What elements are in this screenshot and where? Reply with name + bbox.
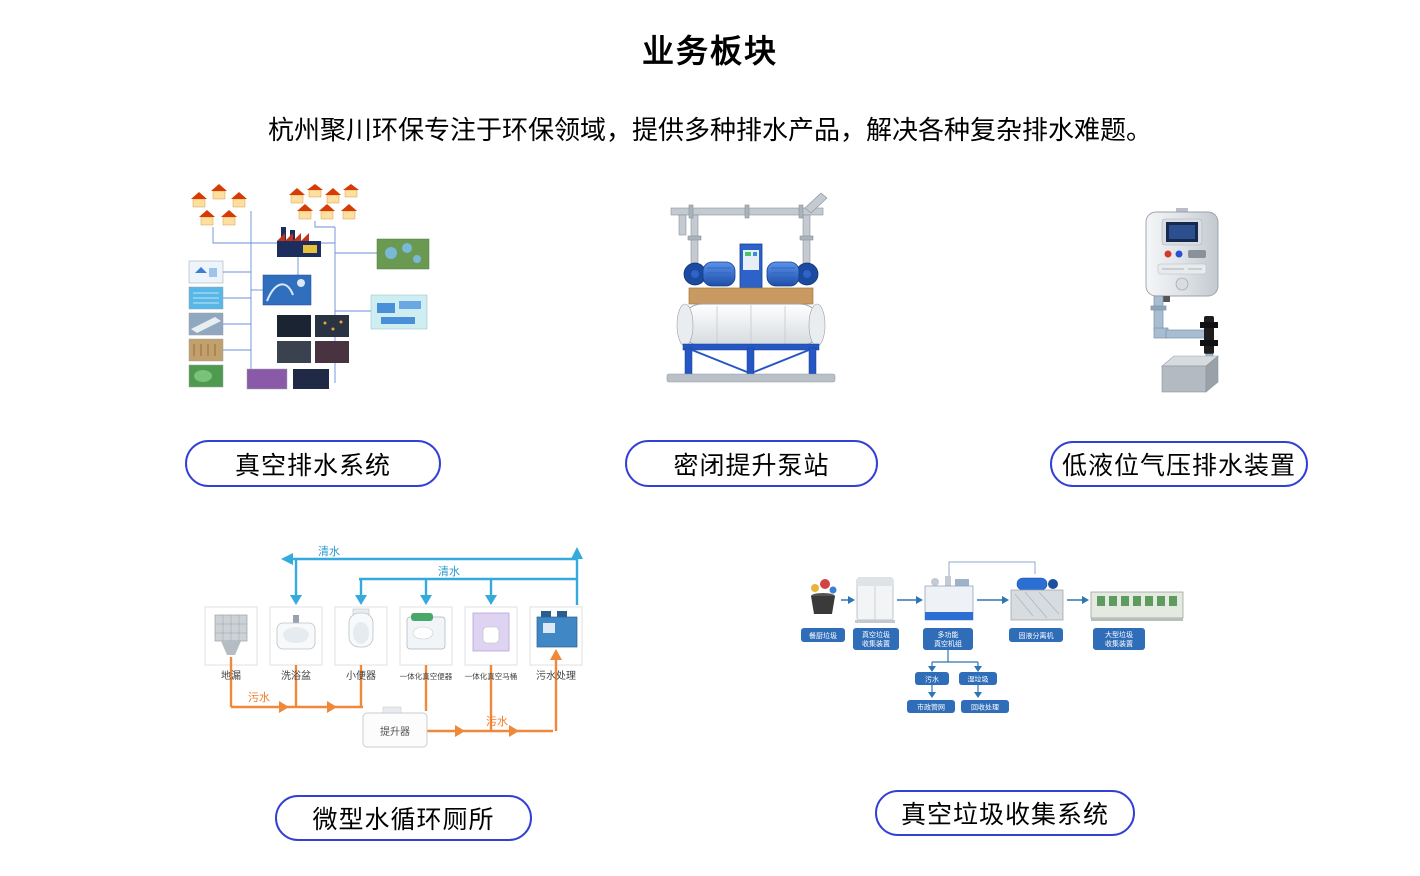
sewage-lines (229, 655, 558, 733)
svg-text:湿垃圾: 湿垃圾 (968, 675, 989, 684)
vacuum-drainage-svg (188, 184, 430, 390)
pump-station-button[interactable]: 密闭提升泵站 (625, 440, 878, 487)
clean-water-label: 清水 (438, 565, 460, 578)
svg-text:真空垃圾: 真空垃圾 (862, 630, 890, 639)
sub-flow-lines (931, 650, 979, 694)
sealed-tank (676, 303, 826, 347)
wash-basin-icon (276, 615, 316, 650)
svg-text:地漏: 地漏 (221, 669, 241, 682)
network-lines (212, 211, 377, 388)
page-title: 业务板块 (641, 33, 778, 69)
svg-text:收集装置: 收集装置 (1105, 639, 1133, 648)
svg-text:污水处理: 污水处理 (536, 670, 576, 682)
urinal-icon (348, 608, 374, 648)
svg-text:固液分离机: 固液分离机 (1019, 631, 1054, 640)
vacuum-drainage-button[interactable]: 真空排水系统 (185, 440, 441, 487)
pump-station-svg (666, 192, 836, 383)
svg-text:真空机组: 真空机组 (934, 639, 962, 648)
garbage-collection-illustration: 餐厨垃圾 真空垃圾 收集装置 多功能 真空机组 固液分离机 大型垃圾 收集装置 (795, 552, 1191, 750)
low-level-drainage-button[interactable]: 低液位气压排水装置 (1050, 441, 1308, 487)
photo-thumbnails-center (262, 274, 349, 389)
sewage-label: 污水 (486, 715, 508, 728)
house-icons (191, 184, 359, 226)
svg-text:一体化真空马桶: 一体化真空马桶 (465, 671, 518, 681)
pump-station-illustration (655, 192, 847, 394)
support-frame (666, 343, 836, 383)
sub-flow-arrowheads (928, 666, 982, 698)
svg-text:小便器: 小便器 (346, 669, 376, 682)
svg-text:回收处理: 回收处理 (971, 703, 999, 712)
lifter-unit: 提升器 (362, 706, 428, 748)
sewage-treatment-icon (536, 611, 578, 648)
flow-arrowheads (848, 596, 1089, 604)
large-collector-icon (1090, 591, 1184, 621)
clean-water-lines (291, 553, 579, 605)
lifter-label: 提升器 (380, 726, 410, 738)
garbage-collection-svg: 餐厨垃圾 真空垃圾 收集装置 多功能 真空机组 固液分离机 大型垃圾 收集装置 (801, 561, 1184, 713)
drain-pipework (1150, 295, 1218, 363)
vacuum-toilet-unit-icon (406, 613, 446, 650)
sub-flow-nodes: 污水 湿垃圾 市政管网 回收处理 (907, 672, 1009, 713)
low-level-device-svg (1145, 208, 1219, 393)
svg-text:污水: 污水 (925, 675, 939, 684)
svg-text:收集装置: 收集装置 (862, 639, 890, 648)
page-subtitle: 杭州聚川环保专注于环保领域，提供多种排水产品，解决各种复杂排水难题。 (267, 115, 1152, 145)
vacuum-drainage-illustration (185, 183, 441, 413)
svg-text:多功能: 多功能 (938, 630, 959, 639)
sewage-label: 污水 (248, 691, 270, 704)
control-cabinet (739, 243, 763, 289)
svg-text:餐厨垃圾: 餐厨垃圾 (809, 631, 837, 640)
factory-icon (277, 227, 321, 257)
fixture-panels (204, 606, 583, 666)
floor-drain-icon (214, 614, 248, 655)
micro-toilet-svg: 清水 清水 污水 污水 (204, 545, 583, 748)
svg-text:一体化真空便器: 一体化真空便器 (400, 671, 453, 681)
mount-tab (1176, 208, 1188, 214)
pump-units (683, 261, 819, 287)
clean-water-label: 清水 (318, 545, 340, 558)
photo-thumbnails-left (188, 260, 288, 390)
sewage-arrows (279, 649, 562, 737)
device-body (1145, 211, 1219, 302)
fixture-captions: 地漏 洗浴盆 小便器 一体化真空便器 一体化真空马桶 污水处理 (221, 669, 576, 682)
low-level-device-illustration (1122, 208, 1244, 400)
clean-water-arrows (281, 547, 583, 605)
svg-text:大型垃圾: 大型垃圾 (1105, 630, 1133, 639)
pipework (670, 192, 828, 264)
svg-text:洗浴盆: 洗浴盆 (281, 669, 311, 682)
micro-toilet-button[interactable]: 微型水循环厕所 (275, 795, 532, 841)
photo-thumbnails-right (370, 238, 430, 330)
vacuum-closet-icon (472, 612, 510, 652)
vacuum-unit-icon (924, 576, 974, 621)
svg-text:市政管网: 市政管网 (917, 703, 945, 712)
collector-cube (1161, 355, 1219, 393)
kitchen-waste-icon (811, 579, 837, 614)
pump-platform (688, 287, 814, 305)
collection-cabinet-icon (855, 577, 895, 623)
garbage-collection-button[interactable]: 真空垃圾收集系统 (875, 790, 1135, 836)
return-line (948, 561, 1036, 578)
micro-toilet-illustration: 清水 清水 污水 污水 (197, 543, 613, 763)
flow-nodes: 餐厨垃圾 真空垃圾 收集装置 多功能 真空机组 固液分离机 大型垃圾 收集装置 (801, 628, 1145, 650)
separator-icon (1010, 577, 1064, 621)
